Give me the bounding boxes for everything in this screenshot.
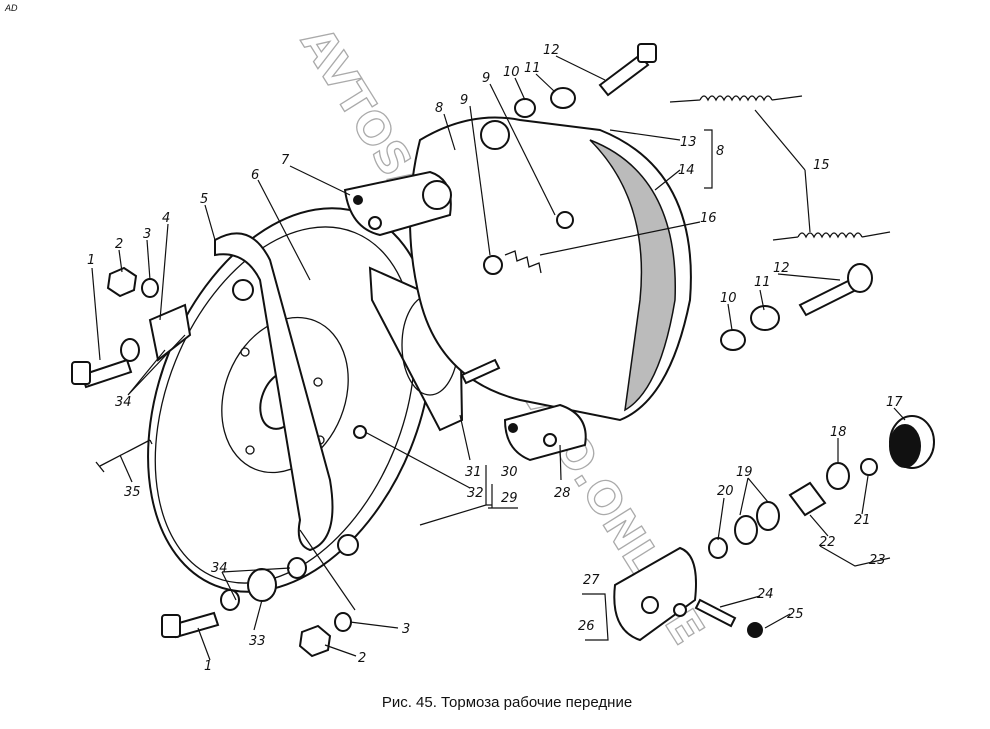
label-1: 1 <box>87 253 95 268</box>
corner-mark: AD <box>5 3 18 13</box>
label-23: 23 <box>869 553 886 568</box>
label-29: 29 <box>501 491 518 506</box>
label-9b: 9 <box>482 71 490 86</box>
label-1b: 1 <box>204 659 212 674</box>
label-3: 3 <box>143 227 151 242</box>
label-13: 13 <box>680 135 697 150</box>
label-34a: 34 <box>211 561 228 576</box>
label-35: 35 <box>124 485 141 500</box>
label-10: 10 <box>503 65 520 80</box>
label-21: 21 <box>854 513 871 528</box>
label-26: 26 <box>578 619 595 634</box>
label-18: 18 <box>830 425 847 440</box>
label-9a: 9 <box>460 93 468 108</box>
brake-shoe <box>409 116 692 422</box>
figure-caption: Рис. 45. Тормоза рабочие передние <box>381 694 633 711</box>
label-11b: 11 <box>754 275 771 290</box>
label-16: 16 <box>700 211 717 226</box>
label-6: 6 <box>251 168 259 183</box>
label-4: 4 <box>162 211 170 226</box>
fasteners <box>71 43 935 658</box>
return-springs <box>669 95 891 241</box>
wheel-cylinder-assembly <box>613 546 763 642</box>
label-15: 15 <box>813 158 830 173</box>
label-8: 8 <box>435 101 443 116</box>
label-2: 2 <box>115 237 123 252</box>
label-19: 19 <box>736 465 753 480</box>
label-24: 24 <box>757 587 774 602</box>
part-number-labels: 1 2 3 4 5 6 7 8 9 9 10 11 12 13 14 8 15 … <box>87 43 903 674</box>
label-32: 32 <box>467 486 484 501</box>
label-20: 20 <box>717 484 734 499</box>
label-5: 5 <box>200 192 208 207</box>
label-27: 27 <box>583 573 600 588</box>
label-28: 28 <box>554 486 571 501</box>
label-7: 7 <box>281 153 290 168</box>
wheel-cylinder-lower <box>503 403 587 462</box>
label-25: 25 <box>787 607 804 622</box>
label-8-group: 8 <box>716 144 724 159</box>
wheel-cylinder-upper <box>343 170 452 237</box>
label-14: 14 <box>678 163 695 178</box>
label-10b: 10 <box>720 291 737 306</box>
label-3b: 3 <box>402 622 410 637</box>
label-11: 11 <box>524 61 541 76</box>
label-12: 12 <box>543 43 560 58</box>
label-17: 17 <box>886 395 903 410</box>
label-22: 22 <box>819 535 836 550</box>
label-33: 33 <box>249 634 266 649</box>
label-31: 31 <box>465 465 482 480</box>
label-30: 30 <box>501 465 518 480</box>
label-12b: 12 <box>773 261 790 276</box>
label-2b: 2 <box>358 651 366 666</box>
leader-lines <box>91 55 906 661</box>
label-34b: 34 <box>115 395 132 410</box>
